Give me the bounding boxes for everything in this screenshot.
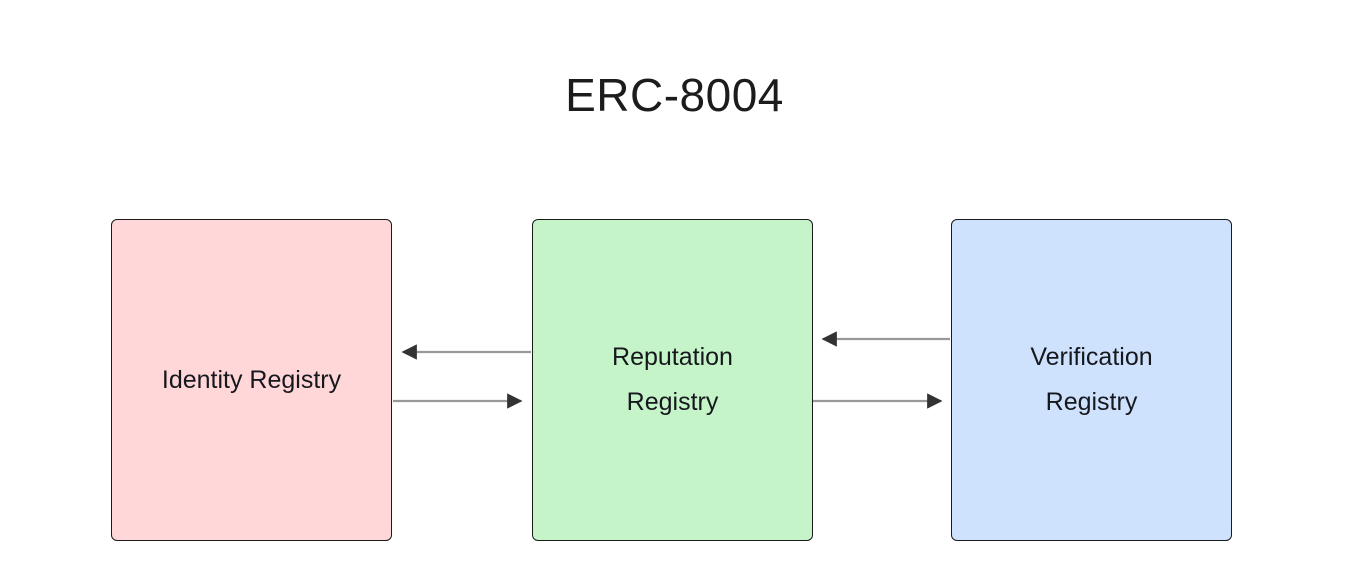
- node-verification-registry[interactable]: Verification Registry: [951, 219, 1232, 541]
- node-reputation-registry[interactable]: Reputation Registry: [532, 219, 813, 541]
- node-identity-registry-label: Identity Registry: [161, 365, 342, 394]
- node-reputation-registry-label: Reputation Registry: [612, 343, 733, 416]
- node-verification-registry-label: Verification Registry: [1030, 343, 1153, 416]
- page-title: ERC-8004: [565, 69, 784, 121]
- node-identity-registry[interactable]: Identity Registry: [111, 219, 392, 541]
